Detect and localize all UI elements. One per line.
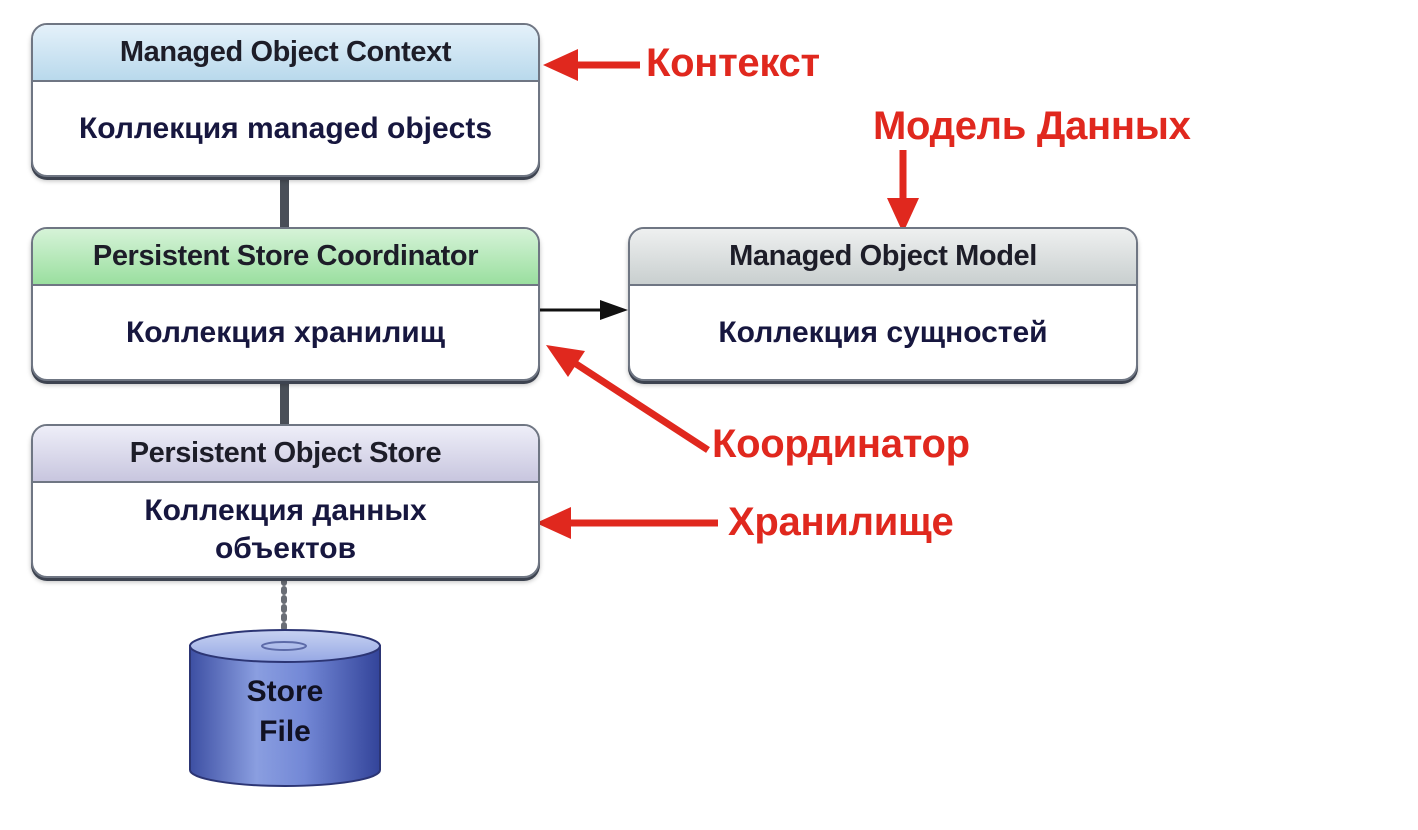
managed-object-context-box: Managed Object Context Коллекция managed… <box>31 23 540 177</box>
annotation-arrow-coordinator <box>546 345 710 453</box>
annotation-model: Модель Данных <box>873 104 1191 148</box>
managed-object-context-title: Managed Object Context <box>33 25 538 82</box>
connector-context-coordinator <box>280 176 289 228</box>
persistent-object-store-body: Коллекция данных объектов <box>33 483 538 576</box>
persistent-object-store-body-line1: Коллекция данных <box>144 493 427 527</box>
connector-coordinator-store <box>280 380 289 425</box>
annotation-arrow-store <box>536 507 718 539</box>
managed-object-model-box: Managed Object Model Коллекция сущностей <box>628 227 1138 381</box>
persistent-store-coordinator-title: Persistent Store Coordinator <box>33 229 538 286</box>
store-file-label: Store File <box>190 672 380 752</box>
managed-object-model-body: Коллекция сущностей <box>630 286 1136 379</box>
annotation-store: Хранилище <box>728 500 954 544</box>
managed-object-context-body: Коллекция managed objects <box>33 82 538 175</box>
store-file-label-line2: File <box>259 715 311 748</box>
persistent-object-store-body-line2: объектов <box>214 531 357 565</box>
managed-object-model-title: Managed Object Model <box>630 229 1136 286</box>
store-file-label-line1: Store <box>246 675 324 708</box>
persistent-object-store-title: Persistent Object Store <box>33 426 538 483</box>
annotation-arrow-context <box>543 49 640 81</box>
annotation-coordinator: Координатор <box>712 422 970 466</box>
persistent-store-coordinator-box: Persistent Store Coordinator Коллекция х… <box>31 227 540 381</box>
persistent-store-coordinator-body: Коллекция хранилищ <box>33 286 538 379</box>
managed-object-context-body-text: Коллекция managed objects <box>78 111 493 145</box>
annotation-context: Контекст <box>646 41 820 85</box>
store-file-cylinder-icon <box>189 629 381 787</box>
managed-object-model-body-text: Коллекция сущностей <box>718 315 1048 349</box>
persistent-object-store-box: Persistent Object Store Коллекция данных… <box>31 424 540 578</box>
persistent-store-coordinator-body-text: Коллекция хранилищ <box>125 315 446 349</box>
annotation-arrow-model <box>887 150 919 233</box>
arrow-coordinator-to-model <box>538 300 628 320</box>
